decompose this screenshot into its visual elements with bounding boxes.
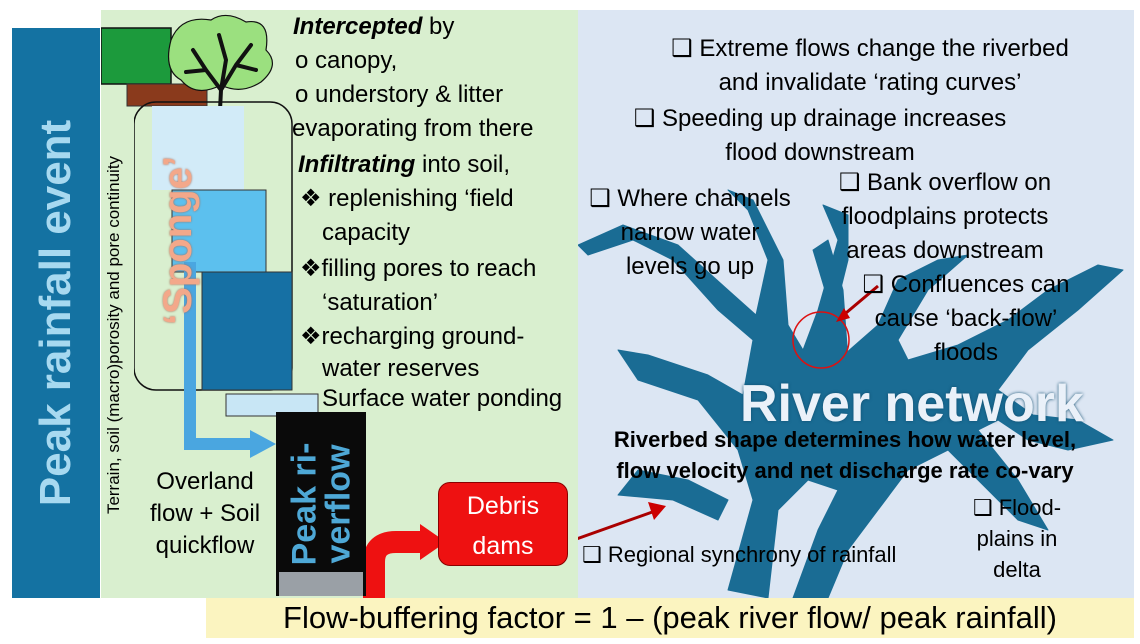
note-riverbed-shape: Riverbed shape determines how water leve… (613, 427, 1077, 483)
note-regional-synchrony: ❑ Regional synchrony of rainfall (582, 542, 897, 567)
note-speeding-up: ❑ Speeding up drainage increases flood d… (633, 105, 1007, 166)
soil-sponge-graphic (134, 101, 319, 417)
note-channels-narrow: ❑ Where channels narrow water levels go … (589, 185, 791, 280)
overland-flow-label: Overland flow + Soil quickflow (149, 468, 261, 559)
infiltrating-item-groundwater: ❖recharging ground- (300, 323, 525, 350)
peak-rainfall-label-container: Peak rainfall event (12, 28, 100, 598)
note-floodplains-delta: ❑ Flood- plains in delta (972, 495, 1062, 582)
peak-riverflow-box (276, 412, 366, 596)
intercepted-heading: Intercepted by (293, 13, 455, 40)
evaporating-text: evaporating from there (292, 115, 534, 142)
peak-rainfall-label: Peak rainfall event (31, 119, 81, 507)
intercepted-item-canopy: o canopy, (295, 47, 398, 74)
infiltrating-item-saturation: ❖filling pores to reach (300, 255, 537, 282)
infiltrating-item-groundwater-cont: water reserves (322, 355, 480, 382)
note-confluences: ❑ Confluences can cause ‘back-flow’ floo… (862, 271, 1070, 366)
peak-riverflow-label-container: Peak ri- verflow (276, 412, 366, 596)
terrain-label: Terrain, soil (macro)porosity and pore c… (104, 155, 124, 515)
flow-buffering-formula: Flow-buffering factor = 1 – (peak river … (283, 600, 1057, 635)
debris-dams-line-1: Debris (466, 492, 540, 520)
peak-riverflow-base (279, 572, 363, 596)
infiltrating-item-saturation-cont: ‘saturation’ (322, 289, 439, 316)
sponge-label: ‘Sponge’ (155, 155, 200, 325)
debris-dams-line-2: dams (472, 532, 534, 560)
river-network-label: River network (740, 375, 1084, 433)
peak-riverflow-label: Peak ri- verflow (285, 442, 358, 566)
debris-dams-box: Debris dams (438, 482, 568, 566)
note-bank-overflow: ❑ Bank overflow on floodplains protects … (838, 169, 1052, 264)
infiltrating-item-field-capacity-cont: capacity (322, 219, 411, 246)
debris-flow-arrow (363, 524, 446, 600)
tree-canopy-graphic (101, 14, 273, 130)
surface-ponding-label: Surface water ponding (322, 385, 563, 412)
intercepted-item-understory: o understory & litter (295, 81, 504, 108)
peak-rainfall-box (12, 28, 100, 598)
note-extreme-flows: ❑ Extreme flows change the riverbed and … (671, 35, 1069, 96)
sponge-label-container: ‘Sponge’ (128, 140, 228, 340)
river-network-graphic (578, 189, 1124, 598)
infiltrating-heading: Infiltrating into soil, (298, 151, 511, 178)
formula-bar (206, 598, 1134, 638)
overland-flow-arrow (184, 262, 276, 458)
infiltrating-item-field-capacity: ❖ replenishing ‘field (300, 185, 514, 212)
